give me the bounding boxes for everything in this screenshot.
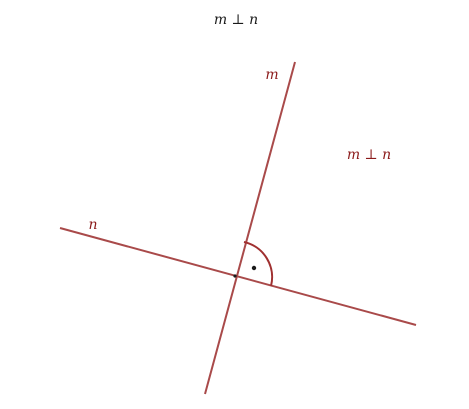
right-angle-dot — [251, 265, 257, 271]
right-angle-arc — [243, 241, 274, 287]
intersection-point — [233, 274, 237, 278]
diagram-title: m ⊥ n — [214, 12, 258, 28]
line-n — [59, 227, 417, 326]
line-m — [204, 61, 296, 395]
label-line-m: m — [265, 67, 278, 83]
label-line-n: n — [88, 217, 97, 233]
relation-label: m ⊥ n — [347, 147, 391, 163]
